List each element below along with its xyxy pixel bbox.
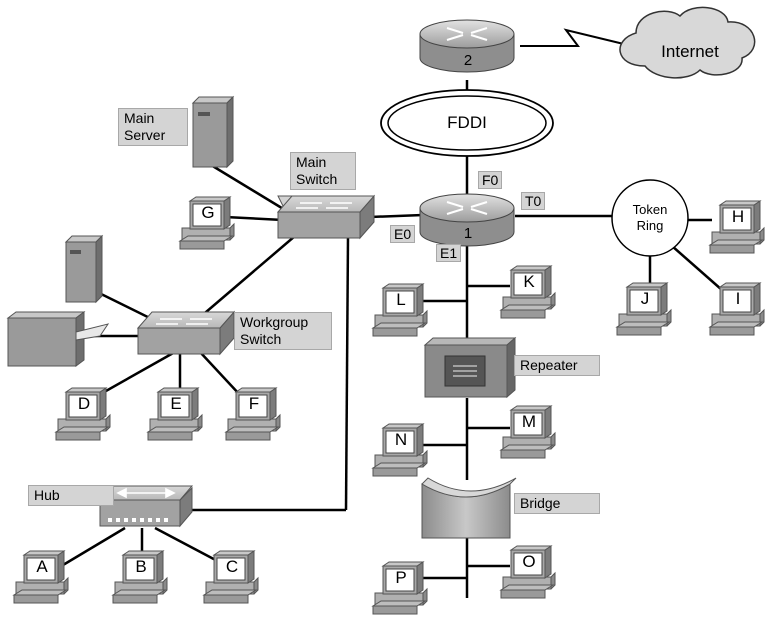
port-e0: E0 (390, 225, 416, 243)
repeater (423, 336, 517, 399)
pc-f-label: F (248, 394, 260, 413)
router-2-number: 2 (463, 52, 473, 69)
printer (6, 311, 110, 367)
pc-d-label: D (77, 394, 91, 413)
token-ring-label: Token Ring (632, 202, 668, 233)
pc-k-label: K (523, 272, 535, 291)
links (57, 80, 723, 598)
pc-i-label: I (735, 289, 741, 308)
router-1 (419, 193, 515, 247)
internet-cloud (619, 6, 756, 79)
main-switch (276, 194, 376, 240)
pc-a-label: A (36, 557, 48, 576)
pc-m-label: M (521, 412, 537, 431)
pc-g-label: G (201, 203, 215, 222)
main-server (191, 95, 235, 169)
main-server-label: Main Server (118, 108, 188, 146)
fddi-label: FDDI (447, 113, 487, 132)
main-switch-label: Main Switch (290, 152, 356, 190)
pc-b-label: B (135, 557, 147, 576)
pc-e-label: E (170, 394, 182, 413)
internet-label: Internet (661, 42, 719, 61)
router-1-number: 1 (463, 225, 473, 242)
bridge (421, 477, 517, 539)
port-e1: E1 (436, 244, 462, 262)
repeater-label: Repeater (514, 355, 600, 376)
bridge-label: Bridge (514, 493, 600, 514)
hub-label: Hub (28, 485, 114, 506)
hub (98, 485, 194, 528)
pc-n-label: N (394, 430, 408, 449)
workgroup-server (64, 234, 104, 304)
pc-h-label: H (731, 207, 745, 226)
pc-j-label: J (640, 289, 650, 308)
workgroup-switch (136, 310, 236, 356)
serial-link (520, 28, 633, 47)
pc-p-label: P (395, 568, 407, 587)
port-t0: T0 (521, 192, 546, 210)
fddi-ring (380, 89, 554, 157)
pc-l-label: L (396, 290, 406, 309)
workgroup-switch-label: Workgroup Switch (234, 312, 332, 350)
port-f0: F0 (478, 171, 503, 189)
pc-c-label: C (225, 557, 239, 576)
router-2 (419, 19, 515, 73)
token-ring (611, 179, 689, 257)
pc-o-label: O (522, 552, 536, 571)
